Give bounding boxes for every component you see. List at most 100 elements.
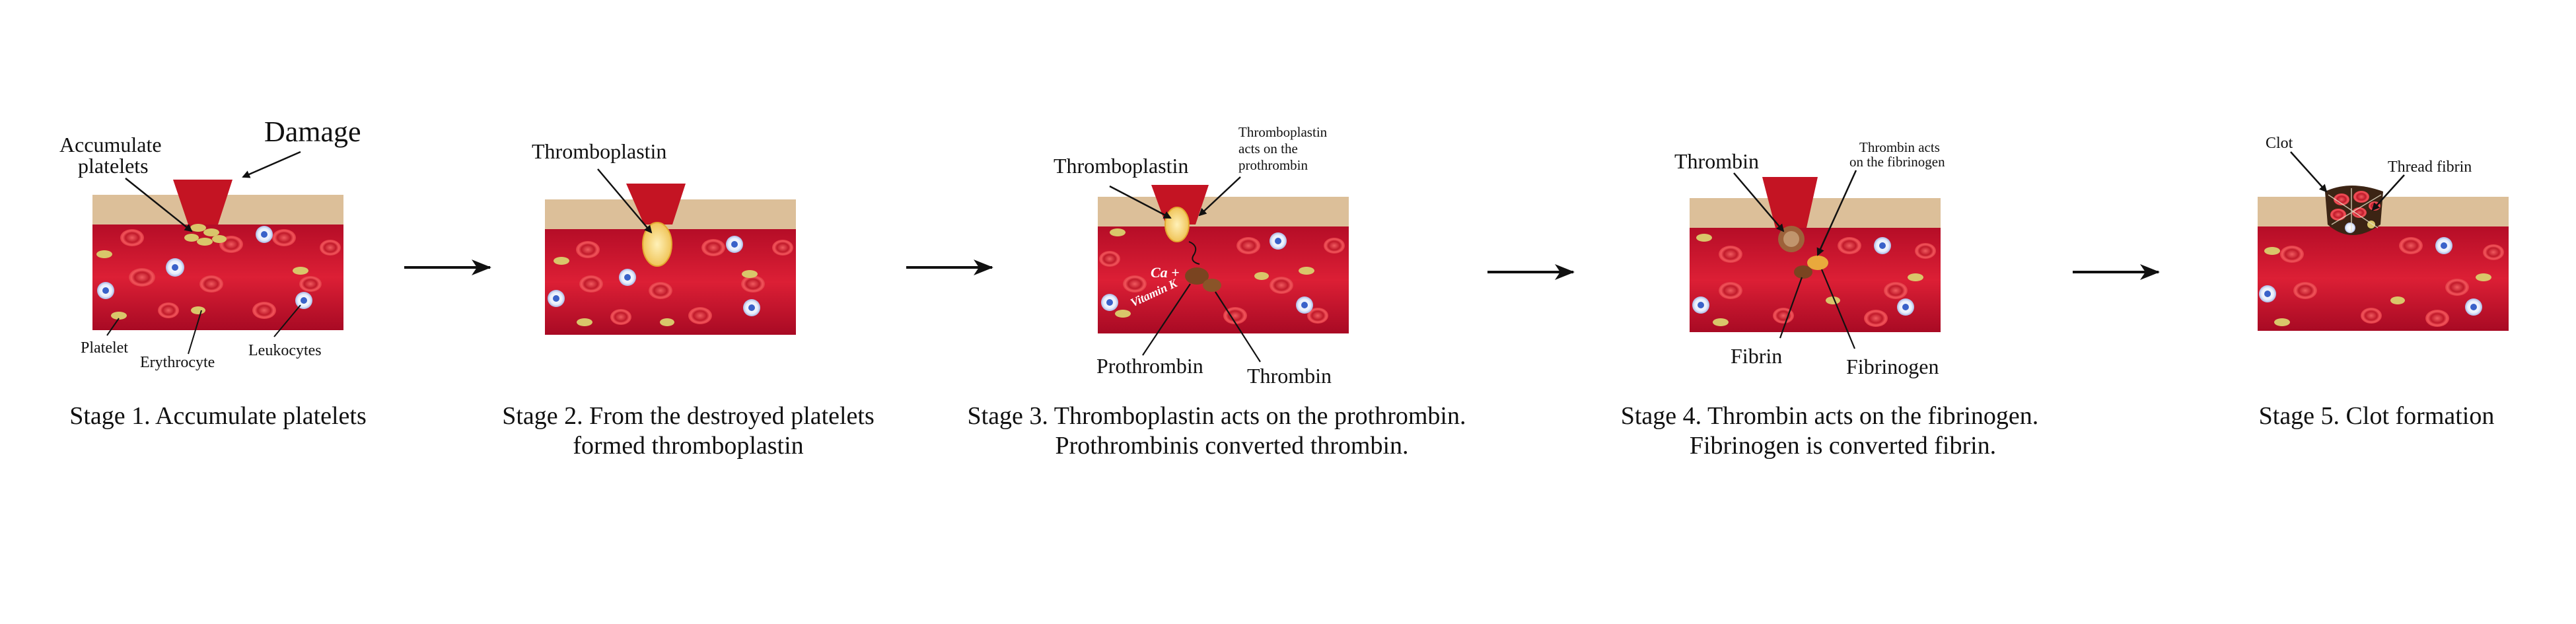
platelet — [742, 270, 758, 278]
cells-3 — [1099, 228, 1345, 324]
erythrocyte — [120, 229, 144, 246]
platelet — [2264, 247, 2280, 255]
stage-5-caption: Stage 5. Clot formation — [2259, 402, 2495, 430]
platelet — [2476, 273, 2491, 281]
platelet — [203, 228, 219, 236]
label-leukocytes: Leukocytes — [248, 342, 322, 359]
pointer-thromboplastin — [597, 168, 653, 234]
label-fibrinogen: Fibrinogen — [1846, 355, 1939, 378]
pointers-4 — [1733, 170, 1857, 349]
erythrocyte — [129, 268, 155, 287]
platelet — [1299, 267, 1314, 275]
platelet — [1115, 310, 1131, 318]
damage-wedge — [1762, 177, 1818, 228]
fibrin-blob — [1794, 265, 1812, 279]
erythrocyte — [1719, 246, 1742, 263]
label-prothrombin: Prothrombin — [1096, 354, 1203, 378]
pointers-1 — [106, 151, 301, 355]
erythrocyte — [1864, 310, 1888, 327]
platelet — [191, 306, 205, 314]
erythrocyte — [741, 275, 765, 293]
erythrocyte — [2425, 310, 2449, 327]
erythrocyte — [1773, 308, 1794, 324]
prothrombin-blob — [1185, 267, 1209, 285]
stage-4-caption: Stage 4. Thrombin acts on the fibrinogen… — [1621, 402, 2039, 460]
platelet — [293, 267, 308, 275]
pointers-5 — [2290, 151, 2405, 211]
erythrocyte — [2445, 279, 2469, 296]
cells-2 — [548, 236, 793, 326]
erythrocyte — [1838, 237, 1861, 254]
thrombin-blob — [1203, 279, 1221, 292]
platelet — [184, 234, 199, 242]
platelet — [660, 318, 674, 326]
erythrocyte — [252, 302, 276, 319]
erythrocyte — [1719, 282, 1742, 299]
platelet — [1110, 228, 1126, 236]
erythrocyte — [2280, 246, 2304, 263]
stage-2: Thromboplastin Stage 2. From the destroy… — [502, 139, 875, 460]
platelet — [96, 250, 112, 258]
label-clot: Clot — [2266, 135, 2293, 152]
label-thrombin: Thrombin — [1247, 364, 1332, 388]
platelet — [197, 238, 213, 246]
damage-wedge — [626, 184, 686, 225]
thromboplastin-blob — [642, 222, 672, 267]
erythrocyte — [579, 275, 603, 293]
platelet — [190, 224, 206, 232]
stage-3-caption: Stage 3. Thromboplastin acts on the prot… — [968, 402, 1466, 460]
thromboplastin-blob — [1164, 207, 1190, 242]
cells-5 — [2259, 237, 2504, 327]
cells-4 — [1692, 234, 1936, 327]
label-damage: Damage — [264, 116, 361, 148]
erythrocyte — [1123, 275, 1147, 293]
erythrocyte — [1099, 251, 1120, 267]
platelet — [1908, 273, 1923, 281]
label-thrombin: Thrombin — [1674, 149, 1759, 173]
stage-3: Ca + Vitamin K Thromboplastin Thrombopla… — [968, 124, 1466, 460]
erythrocyte — [1915, 243, 1936, 259]
label-calcium: Ca + — [1151, 264, 1180, 281]
platelet — [554, 257, 569, 265]
erythrocyte — [610, 309, 631, 325]
label-thromboplastin: Thromboplastin — [1054, 154, 1188, 178]
label-fibrin: Fibrin — [1731, 344, 1782, 368]
stage-5: Clot Thread fibrin Stage 5. Clot formati… — [2258, 135, 2509, 430]
erythrocyte — [2361, 308, 2382, 324]
vessel-4 — [1690, 177, 1941, 332]
pointers-3 — [1109, 176, 1261, 363]
erythrocyte — [1307, 308, 1328, 324]
erythrocyte — [272, 229, 296, 246]
platelet — [1826, 296, 1840, 304]
platelet — [111, 312, 127, 320]
erythrocyte — [1236, 237, 1260, 254]
erythrocyte — [1223, 307, 1247, 324]
erythrocyte — [1270, 277, 1293, 294]
erythrocyte — [2483, 244, 2504, 260]
vessel-5 — [2258, 186, 2509, 331]
platelet — [2274, 318, 2290, 326]
platelet — [1254, 272, 1269, 280]
erythrocyte — [576, 241, 600, 258]
erythrocyte — [2399, 237, 2423, 254]
label-erythrocyte: Erythrocyte — [140, 354, 215, 371]
erythrocyte — [199, 275, 223, 293]
erythrocyte — [1884, 282, 1908, 299]
erythrocyte — [2293, 282, 2317, 299]
damage-wedge — [173, 180, 233, 225]
platelet — [1696, 234, 1712, 242]
erythrocyte — [320, 240, 341, 256]
erythrocyte — [649, 282, 672, 299]
cells-1 — [96, 224, 341, 320]
label-thread-fibrin: Thread fibrin — [2388, 158, 2472, 176]
label-thromboplastin: Thromboplastin — [532, 139, 666, 163]
platelet — [1713, 318, 1729, 326]
erythrocyte — [772, 240, 793, 256]
fibrinogen-blob — [1807, 256, 1828, 270]
